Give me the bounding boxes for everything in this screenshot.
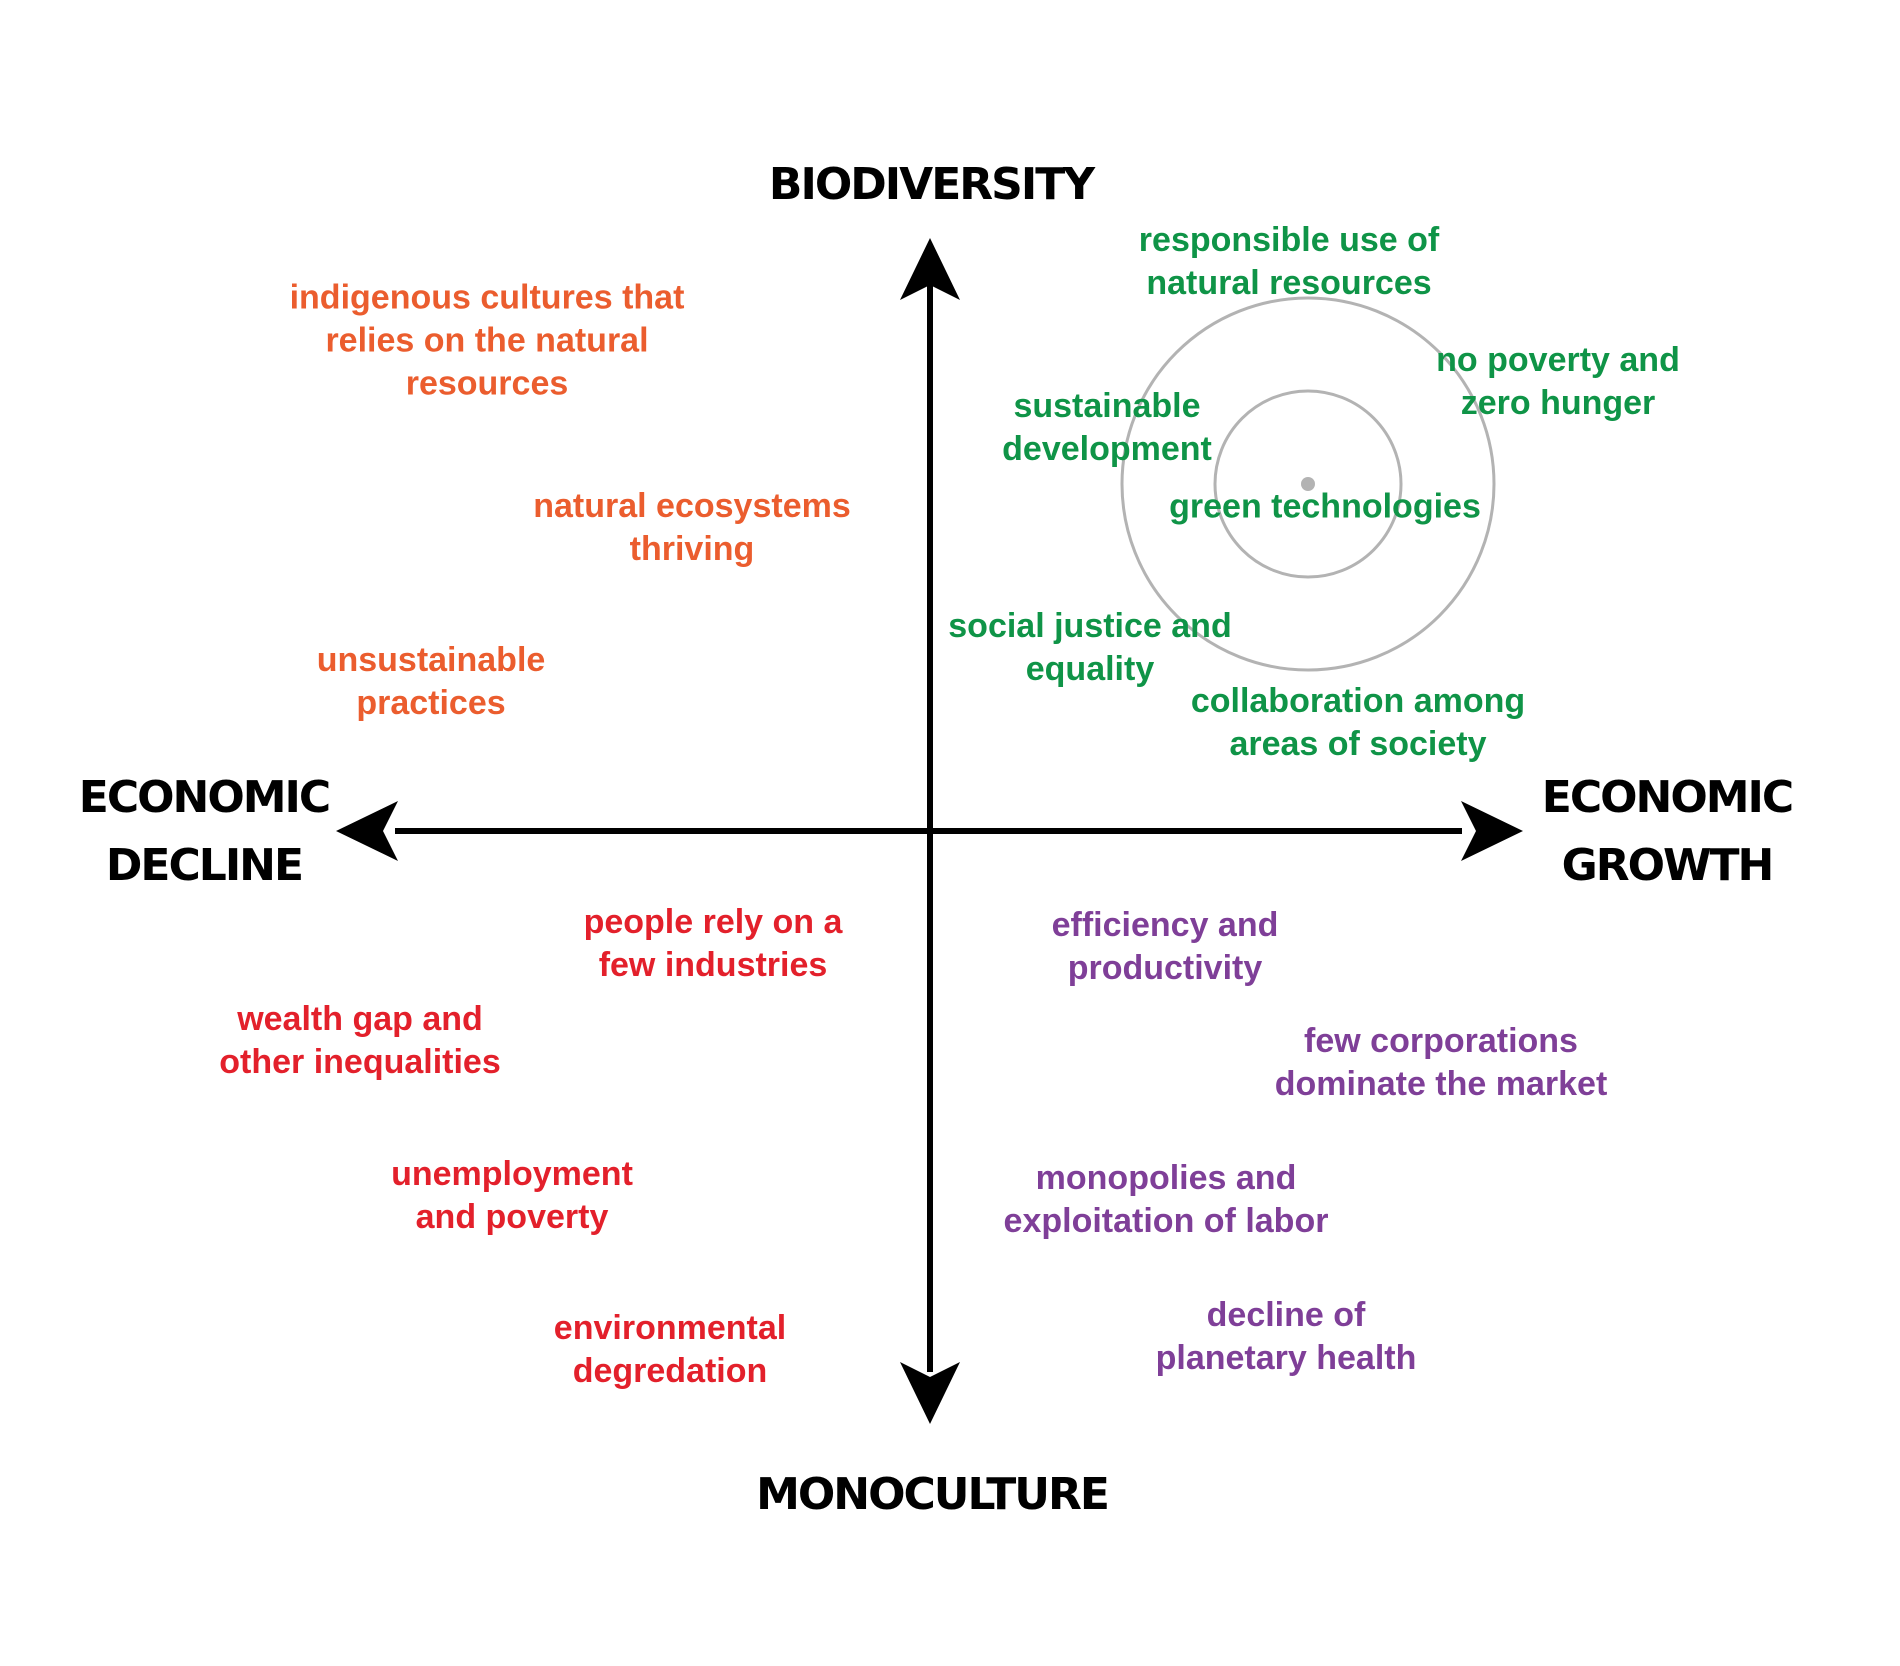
up-arrow-icon <box>900 238 960 300</box>
item-line: other inequalities <box>219 1043 501 1081</box>
inner-target-circle <box>1213 389 1403 579</box>
axis-label-line: ECONOMIC <box>78 772 331 823</box>
quadrant-item: decline of planetary health <box>1156 1294 1417 1380</box>
item-line: planetary health <box>1155 1339 1417 1377</box>
left-arrow-icon <box>336 801 398 861</box>
quadrant-item: green technologies <box>1169 486 1481 529</box>
item-line: few industries <box>598 946 828 984</box>
item-line: degredation <box>572 1352 768 1390</box>
target-center-dot <box>1301 477 1315 491</box>
item-line: social justice and <box>948 607 1232 645</box>
item-line: natural resources <box>1146 264 1432 302</box>
item-line: indigenous cultures that <box>289 278 685 317</box>
quadrant-item: social justice and equality <box>948 605 1231 691</box>
item-line: sustainable <box>1013 387 1201 425</box>
item-line: responsible use of <box>1138 221 1440 259</box>
outer-target-circle <box>1120 296 1496 672</box>
item-line: green technologies <box>1169 487 1481 526</box>
quadrant-item: unemployment and poverty <box>391 1153 633 1239</box>
item-line: decline of <box>1206 1296 1366 1334</box>
axis-label-line: MONOCULTURE <box>756 1469 1110 1520</box>
axis-label-top: BIODIVERSITY <box>768 151 1095 219</box>
quadrant-item: unsustainable practices <box>317 639 546 725</box>
item-line: natural ecosystems <box>533 487 851 525</box>
quadrant-item: collaboration among areas of society <box>1191 680 1525 766</box>
item-line: areas of society <box>1229 725 1487 763</box>
item-line: unsustainable <box>316 641 546 679</box>
down-arrow-icon <box>900 1362 960 1424</box>
axis-label-bottom: MONOCULTURE <box>756 1461 1110 1529</box>
item-line: and poverty <box>415 1198 609 1236</box>
item-line: resources <box>405 364 569 403</box>
item-line: dominate the market <box>1274 1065 1608 1103</box>
item-line: unemployment <box>391 1155 633 1193</box>
item-line: efficiency and <box>1051 906 1279 944</box>
item-line: development <box>1002 430 1212 468</box>
quadrant-item: environmental degredation <box>554 1307 786 1393</box>
item-line: thriving <box>629 530 755 568</box>
quadrant-item: natural ecosystems thriving <box>533 485 851 571</box>
axis-label-left: ECONOMIC DECLINE <box>78 764 331 900</box>
item-line: environmental <box>553 1309 787 1347</box>
item-line: exploitation of labor <box>1003 1202 1329 1240</box>
quadrant-item: no poverty and zero hunger <box>1436 339 1680 425</box>
quadrant-item: indigenous cultures that relies on the n… <box>290 277 685 406</box>
item-line: no poverty and <box>1436 341 1680 379</box>
item-line: practices <box>356 684 506 722</box>
item-line: monopolies and <box>1035 1159 1297 1197</box>
right-arrow-icon <box>1461 801 1523 861</box>
item-line: equality <box>1025 650 1155 688</box>
quadrant-item: monopolies and exploitation of labor <box>1004 1157 1329 1243</box>
item-line: relies on the natural <box>325 321 649 360</box>
item-line: wealth gap and <box>237 1000 483 1038</box>
item-line: productivity <box>1067 949 1263 987</box>
item-line: collaboration among <box>1190 682 1526 720</box>
quadrant-item: efficiency and productivity <box>1052 904 1279 990</box>
quadrant-item: sustainable development <box>1002 385 1212 471</box>
axis-label-line: BIODIVERSITY <box>768 159 1095 210</box>
axis-label-line: DECLINE <box>105 840 304 891</box>
quadrant-item: wealth gap and other inequalities <box>219 998 501 1084</box>
axis-label-right: ECONOMIC GROWTH <box>1541 764 1794 900</box>
item-line: people rely on a <box>583 903 843 941</box>
item-line: few corporations <box>1304 1022 1578 1060</box>
quadrant-item: few corporations dominate the market <box>1275 1020 1608 1106</box>
axis-label-line: GROWTH <box>1561 840 1775 891</box>
quadrant-item: responsible use of natural resources <box>1139 219 1439 305</box>
axis-label-line: ECONOMIC <box>1541 772 1794 823</box>
item-line: zero hunger <box>1460 384 1656 422</box>
quadrant-item: people rely on a few industries <box>584 901 843 987</box>
